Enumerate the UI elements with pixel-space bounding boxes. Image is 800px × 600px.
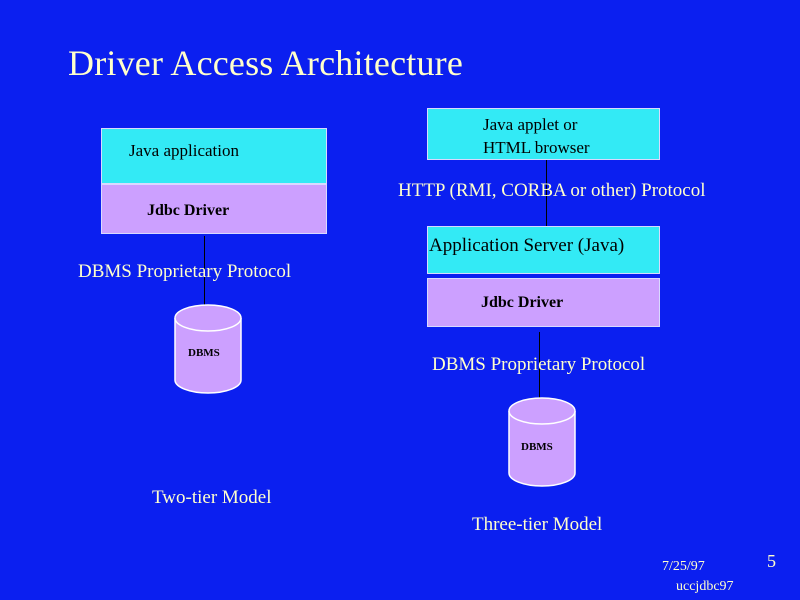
slide-footer-id: uccjdbc97 bbox=[676, 579, 734, 594]
two-tier-protocol-label: DBMS Proprietary Protocol bbox=[78, 261, 292, 282]
applet-browser-box: Java applet or HTML browser bbox=[427, 108, 660, 160]
slide-page-number: 5 bbox=[767, 551, 776, 571]
three-tier-jdbc-driver-box: Jdbc Driver bbox=[427, 278, 660, 327]
applet-browser-label-line2: HTML browser bbox=[483, 138, 590, 157]
three-tier-jdbc-driver-label: Jdbc Driver bbox=[481, 294, 564, 311]
application-server-box: Application Server (Java) bbox=[427, 226, 660, 274]
three-tier-dbms-cylinder bbox=[508, 397, 576, 487]
three-tier-caption: Three-tier Model bbox=[472, 514, 603, 535]
two-tier-dbms-label: DBMS bbox=[188, 347, 220, 359]
three-tier-protocol-label: DBMS Proprietary Protocol bbox=[432, 354, 646, 375]
three-tier-connector-line bbox=[539, 332, 540, 404]
two-tier-connector-line bbox=[204, 236, 205, 306]
client-server-connector-line bbox=[546, 160, 547, 230]
slide-date: 7/25/97 bbox=[662, 559, 705, 574]
application-server-label: Application Server (Java) bbox=[429, 235, 625, 256]
three-tier-dbms-label: DBMS bbox=[521, 441, 553, 453]
applet-browser-label-line1: Java applet or bbox=[483, 115, 578, 134]
java-application-label: Java application bbox=[129, 141, 239, 160]
two-tier-jdbc-driver-label: Jdbc Driver bbox=[147, 202, 230, 219]
java-application-box: Java application bbox=[101, 128, 327, 184]
slide-title: Driver Access Architecture bbox=[68, 43, 464, 83]
http-protocol-label: HTTP (RMI, CORBA or other) Protocol bbox=[398, 180, 706, 201]
two-tier-jdbc-driver-box: Jdbc Driver bbox=[101, 184, 327, 234]
two-tier-dbms-cylinder bbox=[174, 304, 242, 394]
two-tier-caption: Two-tier Model bbox=[152, 487, 272, 508]
